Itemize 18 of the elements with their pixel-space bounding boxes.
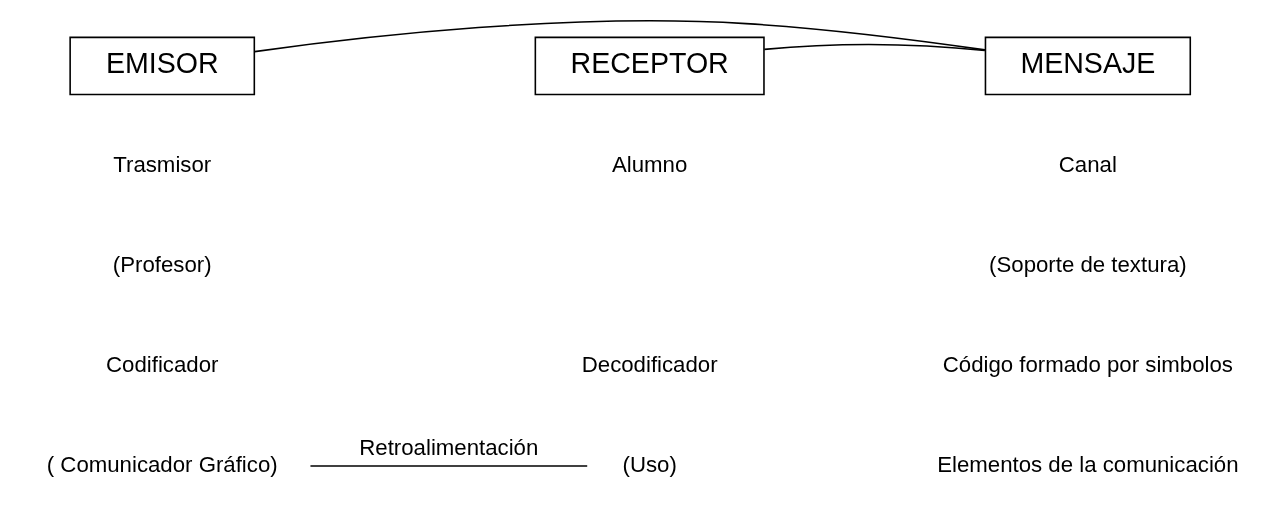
label: Decodificador — [581, 351, 718, 377]
label: Elementos de la comunicación — [937, 451, 1239, 477]
node-box: MENSAJE — [984, 36, 1192, 95]
label: Codificador — [106, 351, 219, 377]
node-text: ( Comunicador Gráfico) — [46, 451, 278, 477]
label: Alumno — [611, 151, 688, 177]
node-box: RECEPTOR — [534, 36, 765, 95]
label: (Soporte de textura) — [989, 251, 1187, 277]
label: Canal — [1058, 151, 1117, 177]
connector — [309, 464, 588, 467]
edge-label: Retroalimentación — [359, 434, 539, 460]
connector — [763, 43, 986, 51]
node-box: EMISOR — [69, 36, 256, 95]
node-text: (Uso) — [622, 451, 677, 477]
label: Código formado por simbolos — [942, 351, 1233, 377]
label: Trasmisor — [113, 151, 212, 177]
label: (Profesor) — [112, 251, 212, 277]
connector — [253, 19, 986, 52]
